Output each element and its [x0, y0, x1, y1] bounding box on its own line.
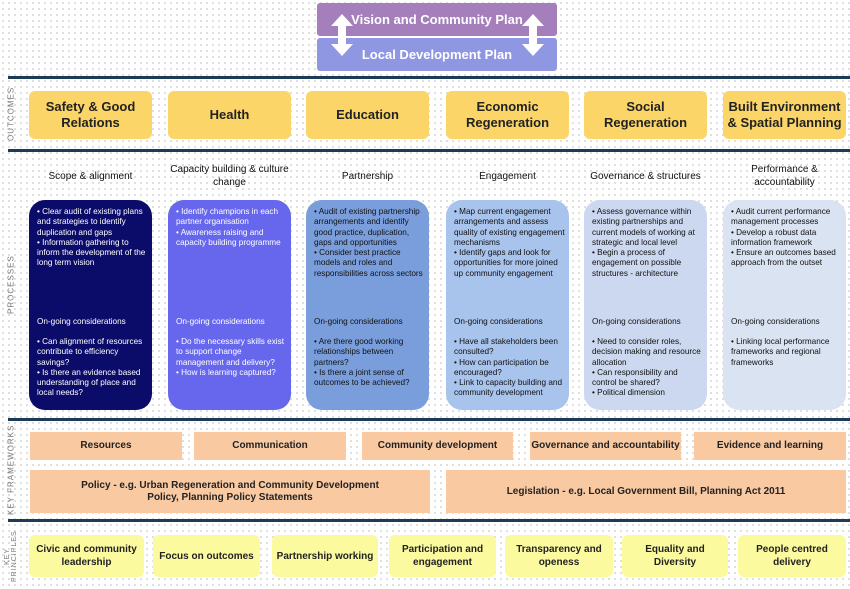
- outcome-box: Economic Regeneration: [446, 91, 569, 139]
- process-column-partnership: • Audit of existing partnership arrangem…: [306, 200, 429, 410]
- section-label-frameworks: KEY FRAMEWORKS: [6, 424, 16, 516]
- principle-box: Partnership working: [272, 535, 378, 577]
- divider: [8, 149, 850, 152]
- vision-label: Vision and Community Plan: [351, 12, 523, 27]
- local-plan-label: Local Development Plan: [361, 47, 513, 62]
- ongoing-heading: On-going considerations: [454, 317, 543, 326]
- ongoing-heading: On-going considerations: [176, 317, 265, 326]
- process-heading: Partnership: [341, 170, 394, 182]
- process-actions: • Audit current performance management p…: [731, 207, 836, 268]
- process-actions: • Clear audit of existing plans and stra…: [37, 207, 146, 268]
- principle-box: Civic and community leadership: [29, 535, 144, 577]
- process-heading: Governance & structures: [590, 170, 701, 182]
- process-column-capacity: • Identify champions in each partner org…: [168, 200, 291, 410]
- outcome-box: Health: [168, 91, 291, 139]
- outcome-box: Education: [306, 91, 429, 139]
- framework-box: Communication: [194, 432, 346, 460]
- process-column-governance: • Assess governance within existing part…: [584, 200, 707, 410]
- local-development-plan-box: Local Development Plan: [317, 38, 557, 71]
- outcome-box: Built Environment & Spatial Planning: [723, 91, 846, 139]
- ongoing-considerations: • Linking local performance frameworks a…: [731, 337, 830, 367]
- process-actions: • Audit of existing partnership arrangem…: [314, 207, 423, 278]
- divider: [8, 76, 850, 79]
- divider: [8, 519, 850, 522]
- process-heading: Engagement: [479, 170, 536, 182]
- principle-box: Transparency and openess: [505, 535, 613, 577]
- process-heading: Performance & accountability: [751, 164, 818, 188]
- ongoing-considerations: • Are there good working relationships b…: [314, 337, 410, 388]
- process-heading: Scope & alignment: [48, 170, 133, 182]
- ongoing-considerations: • Can alignment of resources contribute …: [37, 337, 143, 398]
- process-actions: • Identify champions in each partner org…: [176, 207, 281, 247]
- ongoing-heading: On-going considerations: [37, 317, 126, 326]
- legislation-framework-box: Legislation - e.g. Local Government Bill…: [446, 470, 846, 513]
- vision-community-plan-box: Vision and Community Plan: [317, 3, 557, 36]
- process-heading: Capacity building & culture change: [170, 164, 289, 188]
- section-label-outcomes: OUTCOMES: [6, 86, 16, 142]
- framework-box: Community development: [362, 432, 513, 460]
- process-actions: • Map current engagement arrangements an…: [454, 207, 565, 278]
- framework-box: Evidence and learning: [694, 432, 846, 460]
- ongoing-considerations: • Need to consider roles, decision makin…: [592, 337, 701, 398]
- ongoing-heading: On-going considerations: [592, 317, 681, 326]
- ongoing-considerations: • Do the necessary skills exist to suppo…: [176, 337, 284, 377]
- section-label-processes: PROCESSES: [6, 255, 16, 315]
- ongoing-heading: On-going considerations: [731, 317, 820, 326]
- ongoing-heading: On-going considerations: [314, 317, 403, 326]
- framework-box: Governance and accountability: [530, 432, 681, 460]
- policy-framework-box: Policy - e.g. Urban Regeneration and Com…: [30, 470, 430, 513]
- double-arrow-icon: [331, 14, 353, 56]
- framework-box: Resources: [30, 432, 182, 460]
- process-column-scope: • Clear audit of existing plans and stra…: [29, 200, 152, 410]
- principle-box: Participation and engagement: [389, 535, 496, 577]
- ongoing-considerations: • Have all stakeholders been consulted? …: [454, 337, 563, 398]
- principle-box: People centred delivery: [738, 535, 846, 577]
- principle-box: Equality and Diversity: [622, 535, 728, 577]
- divider: [8, 418, 850, 421]
- process-actions: • Assess governance within existing part…: [592, 207, 695, 278]
- process-column-engagement: • Map current engagement arrangements an…: [446, 200, 569, 410]
- section-label-principles: KEY PRINCIPLES: [4, 530, 18, 582]
- principle-box: Focus on outcomes: [153, 535, 260, 577]
- outcome-box: Safety & Good Relations: [29, 91, 152, 139]
- double-arrow-icon: [522, 14, 544, 56]
- outcome-box: Social Regeneration: [584, 91, 707, 139]
- process-column-performance: • Audit current performance management p…: [723, 200, 846, 410]
